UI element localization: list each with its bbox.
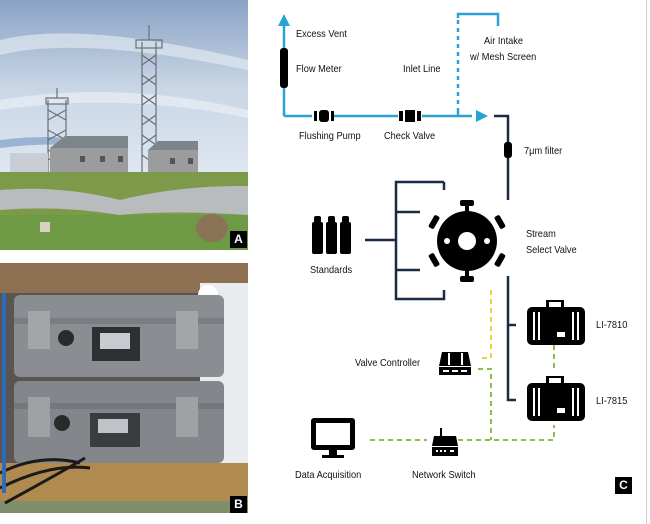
excess-vent-arrow-icon xyxy=(278,14,290,26)
instrument-cases-image xyxy=(0,263,248,513)
label-network-switch: Network Switch xyxy=(412,469,476,481)
label-li7810: LI-7810 xyxy=(596,319,628,331)
flow-diagram: Excess Vent Flow Meter Inlet Line Air In… xyxy=(262,0,650,524)
sample-line xyxy=(365,114,516,402)
panel-c-tag: C xyxy=(615,477,632,494)
panel-b-tag: B xyxy=(230,496,247,513)
panel-a-tag: A xyxy=(230,231,247,248)
label-excess-vent: Excess Vent xyxy=(296,28,347,40)
label-filter: 7μm filter xyxy=(524,145,563,157)
stream-select-valve-icon xyxy=(428,200,506,282)
network-switch-icon xyxy=(432,428,458,456)
analyzer-li7810-icon xyxy=(527,300,585,345)
label-flushing-pump: Flushing Pump xyxy=(299,130,361,142)
label-check-valve: Check Valve xyxy=(384,130,436,142)
control-line xyxy=(478,290,492,359)
label-stream-select-1: Stream xyxy=(526,228,556,240)
network-lines xyxy=(370,345,555,441)
monitor-icon xyxy=(311,418,355,458)
flushing-pump-icon xyxy=(312,110,334,122)
gas-cylinders-icon xyxy=(312,216,351,254)
flow-direction-arrow-icon xyxy=(476,110,488,122)
flow-meter-icon xyxy=(280,48,288,88)
label-air-intake-2: w/ Mesh Screen xyxy=(470,51,537,63)
filter-icon xyxy=(504,142,512,158)
label-valve-controller: Valve Controller xyxy=(355,357,421,369)
label-standards: Standards xyxy=(310,264,353,276)
label-data-acquisition: Data Acquisition xyxy=(295,469,362,481)
check-valve-icon xyxy=(398,110,422,122)
label-stream-select-2: Select Valve xyxy=(526,244,577,256)
label-inlet-line: Inlet Line xyxy=(403,63,441,75)
label-air-intake-1: Air Intake xyxy=(484,35,524,47)
diagram-canvas xyxy=(278,12,585,458)
field-station-photo: A xyxy=(0,0,248,250)
analyzer-li7815-icon xyxy=(527,376,585,421)
label-li7815: LI-7815 xyxy=(596,395,628,407)
instrument-cases-photo: B xyxy=(0,263,248,513)
valve-controller-icon xyxy=(439,352,471,375)
field-station-image xyxy=(0,0,248,250)
label-flow-meter: Flow Meter xyxy=(296,63,342,75)
diagram-border xyxy=(646,0,647,524)
